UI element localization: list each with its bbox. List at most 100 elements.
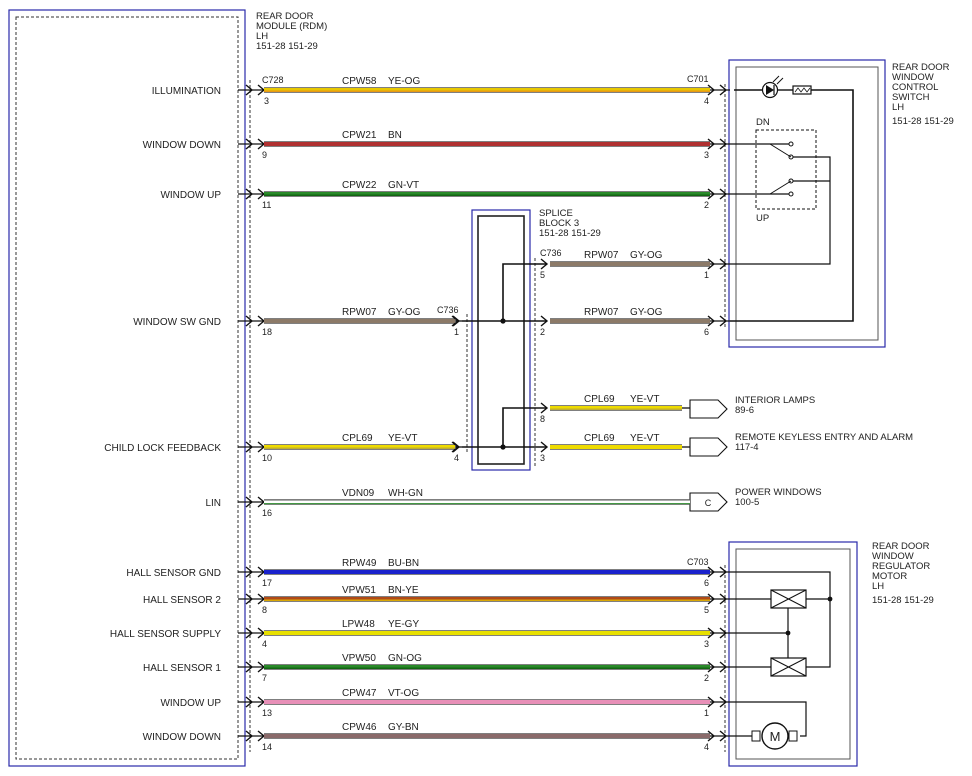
module-title-line1: REAR DOOR — [256, 11, 314, 22]
destination-arrow-icon — [689, 437, 728, 457]
terminal-arrow-right-icon — [707, 566, 716, 578]
signal-label: WINDOW UP — [160, 698, 221, 709]
circuit-label: CPW58 — [342, 76, 377, 87]
pin-left-label: 3 — [264, 96, 269, 106]
switch-dn-label: DN — [756, 117, 770, 128]
signal-label: HALL SENSOR 1 — [143, 663, 221, 674]
pin-right-label: 2 — [704, 200, 709, 210]
motor-title-line4: MOTOR — [872, 571, 907, 582]
terminal-arrow-icon — [719, 84, 728, 96]
pin-left-label: 16 — [262, 508, 272, 518]
terminal-arrow-left-icon — [245, 627, 254, 639]
color-code-label: VT-OG — [388, 688, 419, 699]
switch-led-diode-icon — [766, 85, 774, 95]
color-code-label: GY-OG — [630, 250, 663, 261]
terminal-arrow-left-icon — [540, 402, 549, 414]
terminal-arrow-left-icon — [245, 593, 254, 605]
terminal-arrow-icon — [719, 696, 728, 708]
hall-sensor-1-x2 — [770, 657, 807, 677]
terminal-arrow-left-icon — [245, 661, 254, 673]
splice-outer-border — [471, 209, 531, 471]
terminal-arrow-left-icon — [245, 730, 254, 742]
terminal-arrow-icon — [719, 627, 728, 639]
color-code-label: YE-VT — [630, 433, 659, 444]
destination-name: POWER WINDOWS — [735, 487, 822, 498]
motor-title-line6: 151-28 151-29 — [872, 595, 934, 606]
switch-lever-top — [769, 143, 792, 158]
splice-title-line2: BLOCK 3 — [539, 218, 579, 229]
color-code-label: YE-VT — [388, 433, 417, 444]
splice-block: SPLICE BLOCK 3 151-28 151-29 — [462, 208, 601, 471]
switch-outer-border — [728, 59, 886, 348]
motor-icon — [761, 722, 789, 750]
circuit-label: RPW49 — [342, 558, 377, 569]
terminal-arrow-icon — [719, 566, 728, 578]
motor-title-line1: REAR DOOR — [872, 541, 930, 552]
destination-symbol: C — [705, 498, 712, 508]
color-code-label: WH-GN — [388, 488, 423, 499]
terminal-arrow-right-icon — [707, 138, 716, 150]
terminal-arrow-left-icon — [245, 566, 254, 578]
color-code-label: BU-BN — [388, 558, 419, 569]
hall-gnd-node — [827, 596, 833, 602]
switch-dn-contact — [788, 141, 794, 147]
destination-arrow-icon — [689, 399, 728, 419]
signal-label: WINDOW DOWN — [143, 732, 221, 743]
circuit-label: CPL69 — [342, 433, 373, 444]
switch-title-line3: CONTROL — [892, 82, 938, 93]
color-code-label: GY-OG — [630, 307, 663, 318]
switch-contact-box — [755, 129, 817, 210]
switch-led-ray2 — [776, 77, 784, 85]
switch-lever-bottom — [769, 180, 792, 195]
terminal-arrow-right-icon — [707, 696, 716, 708]
circuit-label: VDN09 — [342, 488, 375, 499]
pin-right-label: 4 — [704, 96, 709, 106]
terminal-arrow-left-icon — [540, 441, 549, 453]
pin-left-label: 8 — [262, 605, 267, 615]
color-code-label: GN-VT — [388, 180, 419, 191]
signal-label: HALL SENSOR 2 — [143, 595, 221, 606]
pin-right-label: 6 — [704, 327, 709, 337]
motor-outer-border — [728, 541, 858, 767]
destination-ref: 89-6 — [735, 405, 754, 416]
circuit-label: CPL69 — [584, 433, 615, 444]
hall-gnd-loop — [730, 571, 831, 668]
color-code-label: YE-GY — [388, 619, 419, 630]
switch-resistor-zigzag — [794, 87, 811, 93]
destination-interior-lamps: INTERIOR LAMPS 89-6 — [689, 395, 815, 419]
splice-node-top — [500, 318, 506, 324]
window-control-switch: REAR DOOR WINDOW CONTROL SWITCH LH 151-2… — [724, 59, 954, 348]
switch-title-line5: LH — [892, 102, 904, 113]
terminal-arrow-icon — [719, 661, 728, 673]
terminal-arrow-right-icon — [707, 84, 716, 96]
pin-right-label: 1 — [704, 270, 709, 280]
connector-c736-right: C736 — [540, 248, 562, 258]
color-code-label: GY-OG — [388, 307, 421, 318]
circuit-label: CPW21 — [342, 130, 377, 141]
circuit-label: CPW46 — [342, 722, 377, 733]
circuit-label: CPW47 — [342, 688, 377, 699]
destination-ref: 117-4 — [735, 442, 759, 453]
module-title-line3: LH — [256, 31, 268, 42]
motor-title-line2: WINDOW — [872, 551, 914, 562]
pin-right-label: 1 — [704, 708, 709, 718]
terminal-arrow-icon — [451, 315, 460, 327]
circuit-label: VPW50 — [342, 653, 376, 664]
terminal-arrow-left-icon — [245, 138, 254, 150]
switch-led-icon — [761, 81, 779, 99]
circuit-label: VPW51 — [342, 585, 376, 596]
terminal-arrow-left-icon — [245, 188, 254, 200]
circuit-label: RPW07 — [584, 250, 619, 261]
switch-illum-return — [730, 89, 854, 322]
pin-right-label: 6 — [704, 578, 709, 588]
terminal-arrow-right-icon — [707, 627, 716, 639]
circuit-label: LPW48 — [342, 619, 375, 630]
circuit-label: CPL69 — [584, 394, 615, 405]
pin-right-label: 5 — [704, 605, 709, 615]
